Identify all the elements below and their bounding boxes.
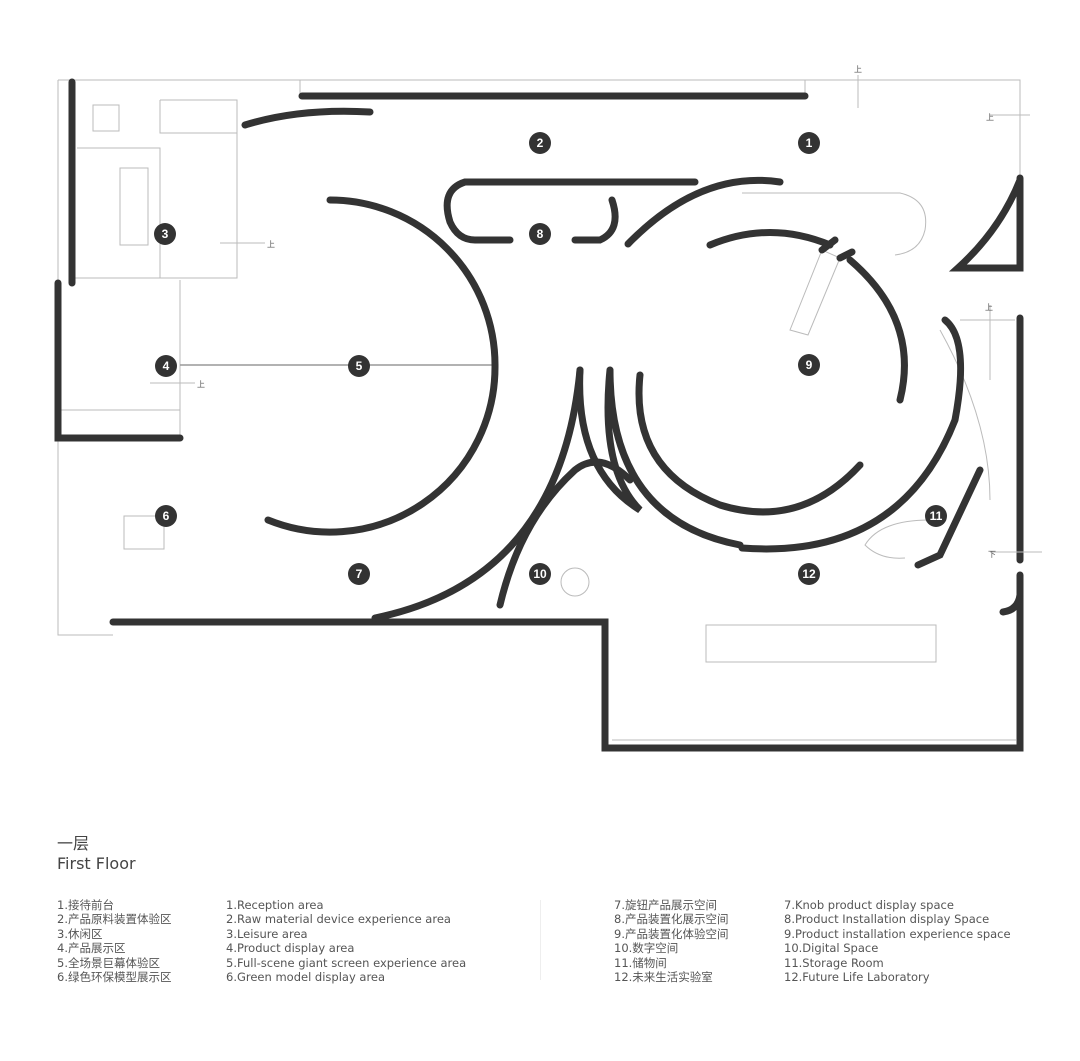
svg-text:3: 3 <box>162 227 169 241</box>
stair-ramp <box>789 249 841 336</box>
legend-item: 4.Product display area <box>226 941 355 956</box>
floor-title-cn: 一层 <box>57 834 90 853</box>
legend-en-left: 1.Reception area 2.Raw material device e… <box>226 898 466 984</box>
stair-up-label: 上 <box>197 380 205 389</box>
circle-9-outer <box>624 176 784 248</box>
legend-divider <box>540 900 541 980</box>
room10-wall <box>496 458 634 609</box>
marker-8: 8 <box>529 223 551 245</box>
stair-up-label: 上 <box>986 113 994 122</box>
circle-5-arc <box>264 196 499 536</box>
legend-item: 11.Storage Room <box>784 955 884 970</box>
marker-2: 2 <box>529 132 551 154</box>
svg-text:12: 12 <box>802 567 816 581</box>
svg-text:2: 2 <box>537 136 544 150</box>
circle-9-inner <box>635 229 908 516</box>
legend-item: 10.Digital Space <box>784 941 879 956</box>
legend-item: 11.储物间 <box>614 955 667 970</box>
svg-text:6: 6 <box>163 509 170 523</box>
legend-item: 6.绿色环保模型展示区 <box>57 970 172 985</box>
floor-title-en: First Floor <box>57 854 136 873</box>
room8-wall <box>443 178 699 244</box>
reception-desk <box>742 192 927 256</box>
legend-item: 5.全场景巨幕体验区 <box>57 955 160 970</box>
room12-arc <box>738 316 965 553</box>
legend-item: 1.接待前台 <box>57 898 114 912</box>
legend-item: 2.产品原料装置体验区 <box>57 912 172 927</box>
stair-arrows: 上 上 上 上 上 下 <box>150 65 1042 559</box>
bottom-wall <box>109 571 1024 752</box>
stair-posts <box>818 236 856 262</box>
stair-up-label: 上 <box>985 303 993 312</box>
marker-5: 5 <box>348 355 370 377</box>
marker-6: 6 <box>155 505 177 527</box>
marker-1: 1 <box>798 132 820 154</box>
marker-4: 4 <box>155 355 177 377</box>
right-wall-lower <box>999 314 1024 616</box>
room4-wall <box>54 279 184 442</box>
svg-text:1: 1 <box>806 136 813 150</box>
legend-cn-right: 7.旋钮产品展示空间 8.产品装置化展示空间 9.产品装置化体验空间 10.数字… <box>614 898 728 984</box>
legend-item: 2.Raw material device experience area <box>226 912 451 927</box>
svg-text:9: 9 <box>806 358 813 372</box>
outer-outline <box>57 79 1021 741</box>
marker-11: 11 <box>925 505 947 527</box>
legend-item: 3.Leisure area <box>226 926 308 941</box>
legend-item: 4.产品展示区 <box>57 941 126 956</box>
spiral-stair <box>864 319 1015 559</box>
right-wall-upper <box>948 174 1024 272</box>
svg-text:10: 10 <box>533 567 547 581</box>
marker-9: 9 <box>798 354 820 376</box>
legend-item: 5.Full-scene giant screen experience are… <box>226 955 467 970</box>
floor-plan-drawing: 上 上 上 上 上 下 1 2 3 4 5 6 7 8 9 10 11 12 <box>54 65 1042 752</box>
stair-down-label: 下 <box>988 550 996 559</box>
room11-wall <box>914 466 984 569</box>
legend-item: 12.Future Life Laboratory <box>784 970 930 985</box>
legend-item: 7.Knob product display space <box>784 898 954 912</box>
marker-7: 7 <box>348 563 370 585</box>
legend-item: 6.Green model display area <box>226 970 386 985</box>
legend-item: 12.未来生活实验室 <box>614 970 713 985</box>
center-spike <box>576 366 744 549</box>
marker-12: 12 <box>798 563 820 585</box>
table-icon <box>92 104 120 132</box>
legend-item: 7.旋钮产品展示空间 <box>614 898 717 912</box>
model-table <box>123 515 165 550</box>
round-table <box>560 567 590 597</box>
legend-item: 9.Product installation experience space <box>784 926 1011 941</box>
legend-item: 3.休闲区 <box>57 926 103 941</box>
stair-up-label: 上 <box>267 240 275 249</box>
marker-3: 3 <box>154 223 176 245</box>
legend-cn-left: 1.接待前台 2.产品原料装置体验区 3.休闲区 4.产品展示区 5.全场景巨幕… <box>57 898 171 984</box>
top-left-arc <box>241 107 374 129</box>
svg-text:5: 5 <box>356 359 363 373</box>
legend-item: 8.Product Installation display Space <box>784 912 990 927</box>
legend-en-right: 7.Knob product display space 8.Product I… <box>784 898 1011 984</box>
legend-item: 8.产品装置化展示空间 <box>614 912 729 927</box>
svg-text:8: 8 <box>537 227 544 241</box>
svg-text:4: 4 <box>163 359 170 373</box>
legend-item: 1.Reception area <box>226 898 324 912</box>
legend-item: 9.产品装置化体验空间 <box>614 926 729 941</box>
marker-10: 10 <box>529 563 551 585</box>
svg-text:11: 11 <box>930 509 943 523</box>
wall-7-arc <box>371 366 584 622</box>
stair-up-label: 上 <box>854 65 862 74</box>
svg-text:7: 7 <box>356 567 363 581</box>
legend-item: 10.数字空间 <box>614 941 679 956</box>
